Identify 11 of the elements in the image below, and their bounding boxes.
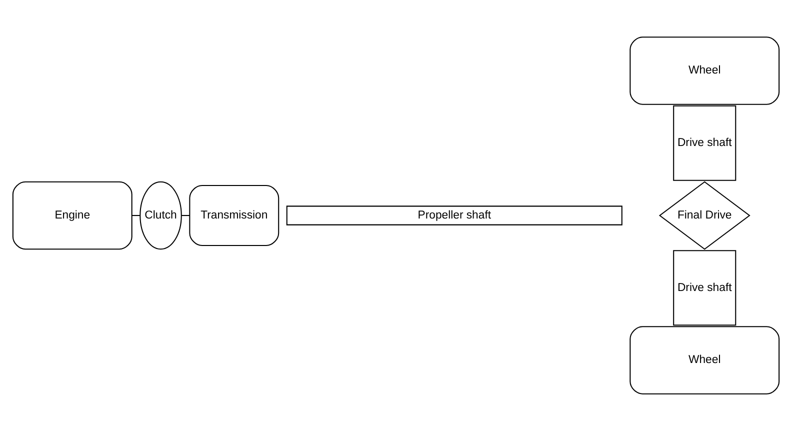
node-box: Drive shaft xyxy=(673,250,736,326)
node-ellipse: Clutch xyxy=(140,180,182,250)
node-box: Drive shaft xyxy=(673,104,736,180)
node-box: Transmission xyxy=(189,184,280,246)
node-box: Wheel xyxy=(630,326,780,394)
node-diamond: Final Drive xyxy=(658,180,750,250)
node-box: Wheel xyxy=(630,36,780,104)
node-box: Propeller shaft xyxy=(286,205,622,225)
connector xyxy=(132,214,140,216)
node-box: Engine xyxy=(12,180,132,250)
connector xyxy=(182,214,190,216)
